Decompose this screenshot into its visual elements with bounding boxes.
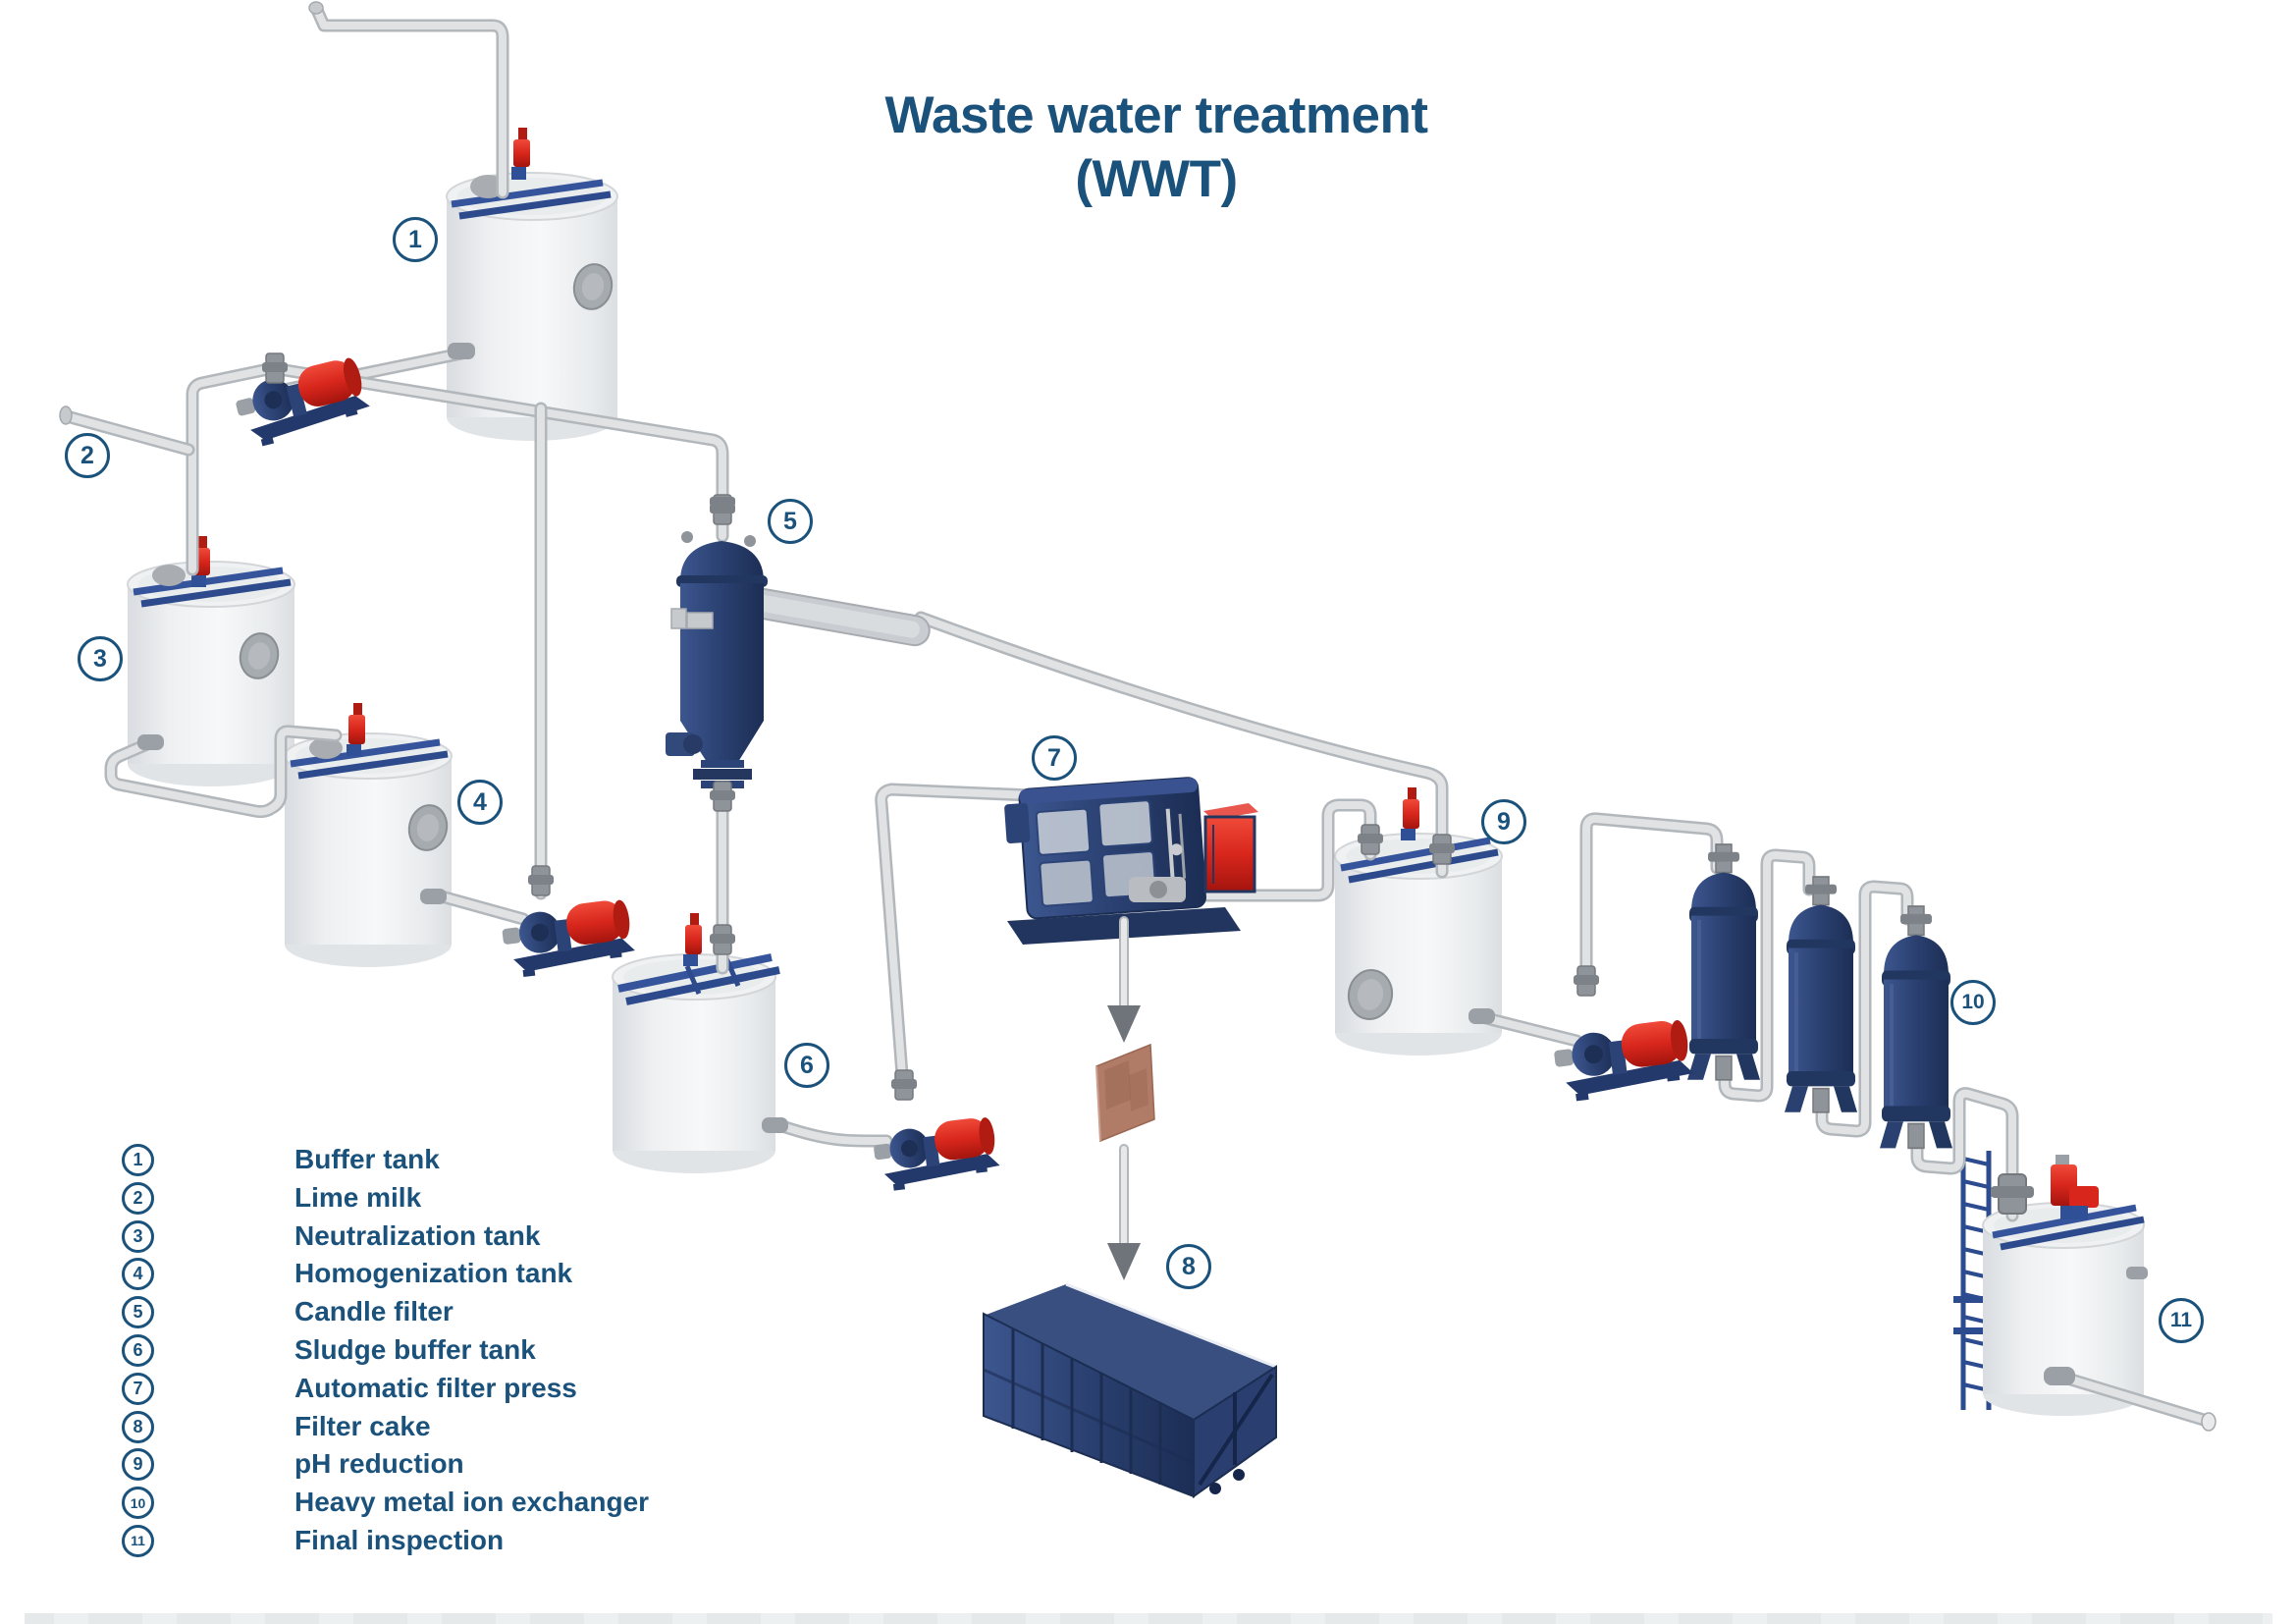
tank-top-rail (451, 179, 604, 208)
automatic-filter-press (1004, 777, 1258, 945)
title-line-1: Waste water treatment (884, 86, 1428, 144)
dosing-pump-red (2051, 1155, 2099, 1219)
ion-exchanger-column-1 (1687, 844, 1760, 1080)
neutralization-tank (127, 536, 295, 786)
press-window (1035, 807, 1092, 856)
control-cabinet-red (1203, 803, 1258, 893)
legend-label: Homogenization tank (294, 1258, 573, 1289)
legend-number-circle: 1 (122, 1144, 154, 1176)
legend-number-circle: 4 (122, 1258, 154, 1291)
marker-11-final-inspection: 11 (2159, 1298, 2204, 1343)
marker-8-filter-cake: 8 (1166, 1244, 1211, 1289)
nozzle (137, 734, 164, 750)
agitator-red (1401, 787, 1419, 840)
legend-number-circle: 7 (122, 1372, 154, 1405)
legend-number-circle: 8 (122, 1410, 154, 1443)
legend-label: pH reduction (294, 1448, 464, 1480)
legend-label: Heavy metal ion exchanger (294, 1487, 650, 1518)
candle-filter (666, 531, 931, 788)
legend-number-circle: 9 (122, 1448, 154, 1482)
agitator-red (511, 128, 530, 180)
nozzle (448, 343, 475, 359)
valve-pump2-out (527, 865, 555, 896)
legend-label: Final inspection (294, 1524, 505, 1555)
ion-exchanger-column-3 (1880, 906, 1952, 1148)
legend-number-circle: 11 (122, 1524, 154, 1557)
pump-sludge (871, 1115, 1002, 1193)
nozzle (1468, 1008, 1495, 1024)
flow-arrow-down-2 (1107, 1144, 1141, 1280)
filter-cake-container (983, 1282, 1277, 1498)
legend-number-circle: 6 (122, 1333, 154, 1367)
marker-5-candle-filter: 5 (768, 499, 813, 544)
fittings (59, 1, 2216, 1432)
marker-3-neutralization-tank: 3 (78, 636, 123, 681)
pipe-end-cap (59, 406, 73, 425)
legend-label: Candle filter (294, 1296, 454, 1327)
press-window (1097, 799, 1153, 848)
legend-label: Buffer tank (294, 1144, 440, 1174)
marker-2-lime-milk: 2 (65, 433, 110, 478)
valve-pump3-out (1573, 965, 1600, 997)
agitator-red (683, 913, 702, 966)
valve-filter-bottom (709, 781, 736, 812)
flow-arrow-down-1 (1107, 916, 1141, 1043)
legend-number-circle: 5 (122, 1296, 154, 1329)
press-window (1039, 858, 1095, 907)
diagram-title: Waste water treatment (WWT) (842, 84, 1470, 211)
legend-label: Lime milk (294, 1181, 422, 1213)
legend-label: Automatic filter press (294, 1372, 577, 1403)
pump-homogenization (500, 897, 637, 979)
marker-4-homogenization-tank: 4 (457, 780, 503, 825)
side-nozzle (2126, 1267, 2148, 1279)
filter-cake (1095, 1043, 1155, 1143)
valve-tank6-inlet (709, 924, 736, 955)
legend-label: Neutralization tank (294, 1219, 541, 1251)
filter-tray (744, 587, 931, 647)
title-line-2: (WWT) (1075, 149, 1238, 208)
ph-reduction-tank (1334, 787, 1503, 1056)
marker-10-heavy-metal-ion-exchanger: 10 (1950, 980, 1996, 1025)
pump-ph-reduction (1551, 1017, 1695, 1104)
ion-exchanger-column-2 (1785, 877, 1857, 1112)
valve-tank9-inlet-right (1428, 834, 1456, 865)
buffer-tank (446, 128, 618, 441)
legend-label: Sludge buffer tank (294, 1333, 536, 1365)
legend-label: Filter cake (294, 1410, 431, 1441)
pipe-end-cap (2201, 1412, 2216, 1432)
agitator-red (347, 703, 365, 756)
marker-9-ph-reduction: 9 (1481, 799, 1526, 844)
homogenization-tank (284, 703, 453, 967)
legend-number-circle: 3 (122, 1219, 154, 1253)
arrow-head-icon (1107, 1005, 1141, 1043)
marker-7-automatic-filter-press: 7 (1032, 735, 1077, 781)
valve-tank9-inlet-left (1357, 824, 1384, 855)
legend-number-circle: 10 (122, 1487, 154, 1520)
floor-strip (25, 1613, 2272, 1624)
final-inspection-tank (1953, 1139, 2148, 1416)
nozzle (420, 889, 447, 904)
arrow-head-icon (1107, 1243, 1141, 1280)
nozzle (762, 1117, 788, 1133)
nozzle (2044, 1367, 2075, 1385)
valve-pump1-out (261, 352, 289, 384)
sludge-buffer-tank (612, 913, 780, 1173)
pipe-end-cap (308, 1, 324, 15)
legend-number-circle: 2 (122, 1181, 154, 1215)
marker-1-buffer-tank: 1 (393, 217, 438, 262)
marker-6-sludge-buffer-tank: 6 (784, 1043, 829, 1088)
valve-sludge-pump-out (890, 1069, 918, 1101)
